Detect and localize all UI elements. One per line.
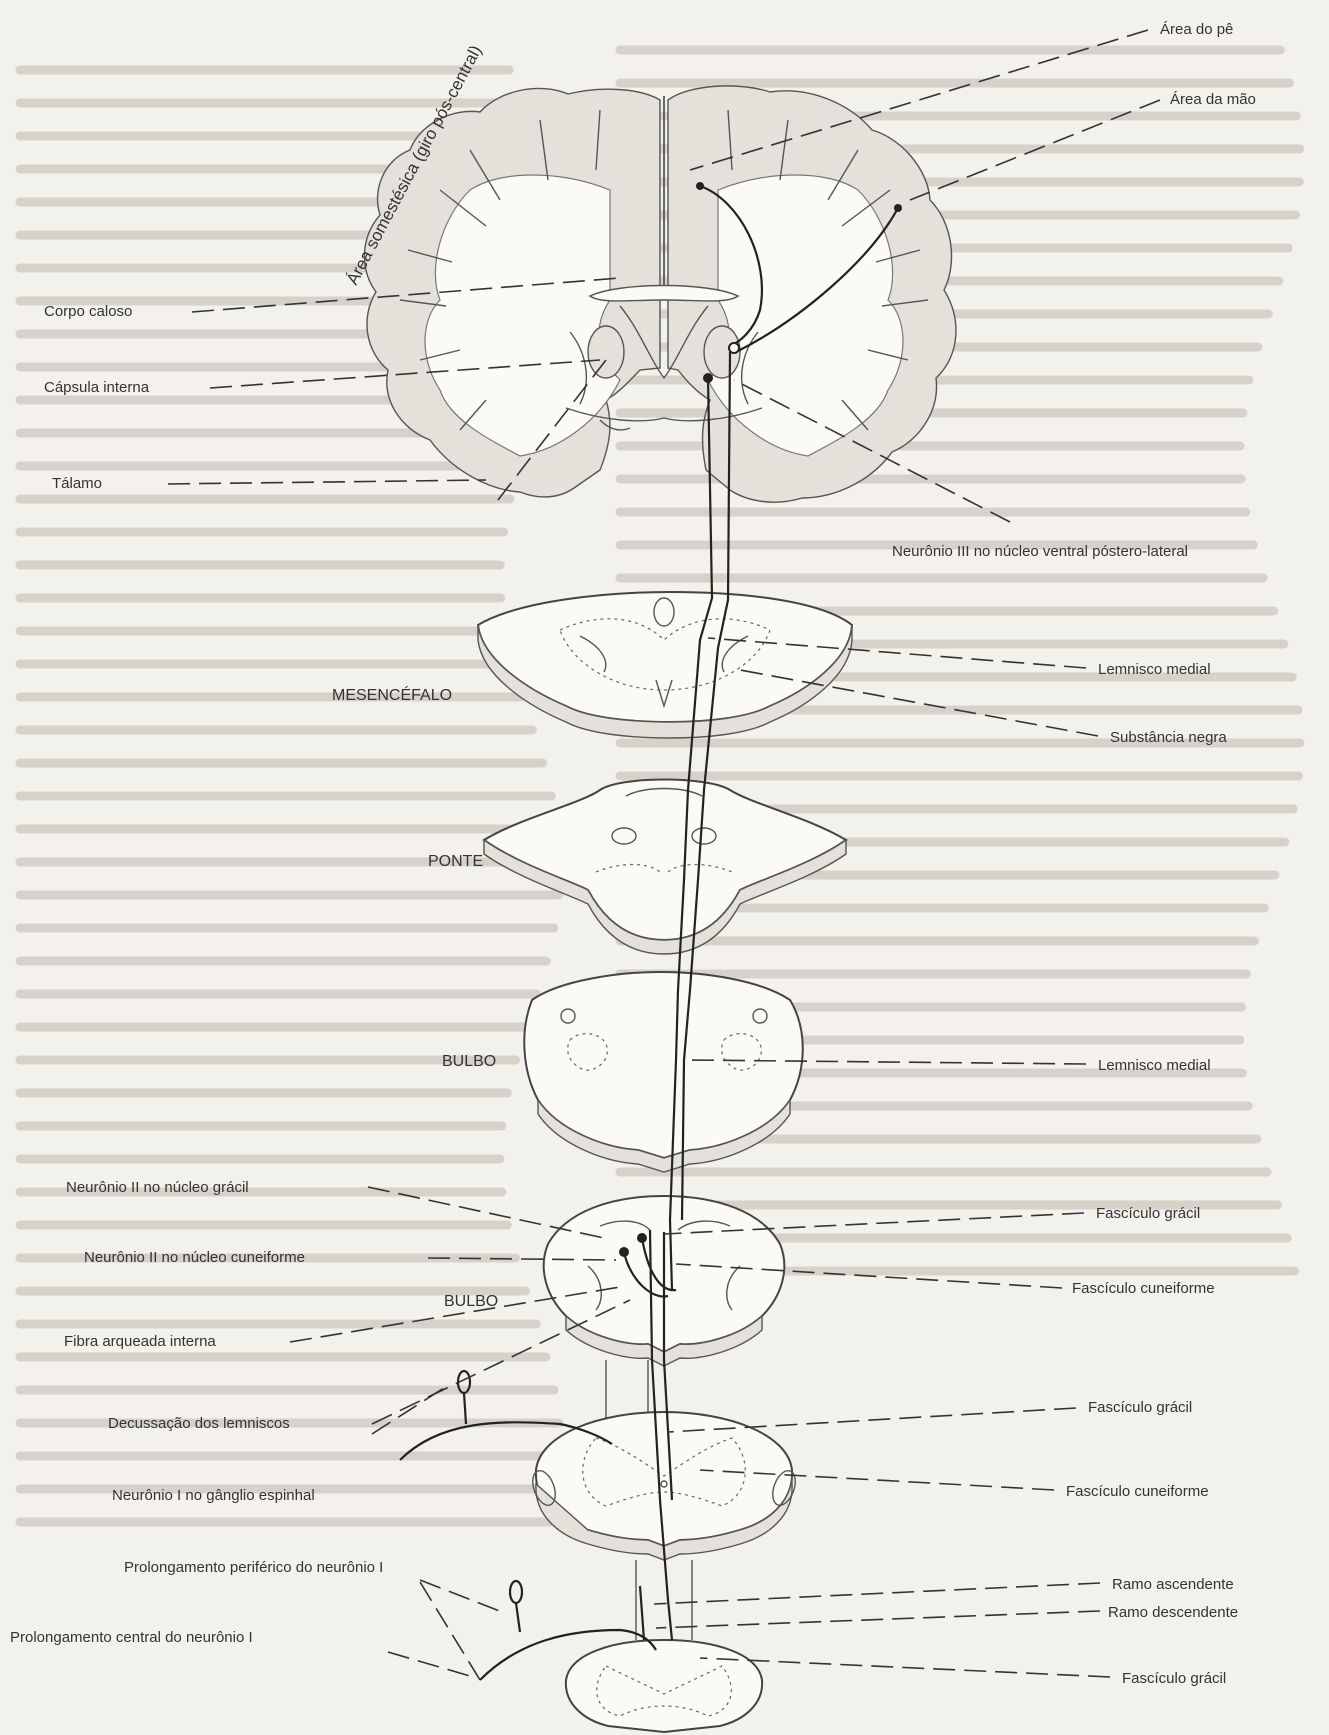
label-fasciculo-cuneiforme-2: Fascículo cuneiforme	[1066, 1483, 1209, 1500]
label-fasciculo-gracil-2: Fascículo grácil	[1088, 1399, 1192, 1416]
level-mesencefalo: MESENCÉFALO	[332, 685, 452, 704]
label-ramo-ascendente: Ramo ascendente	[1112, 1576, 1234, 1593]
spinal-cord-cervical-section	[528, 1360, 799, 1560]
spinal-cord-lower-section	[566, 1560, 762, 1732]
label-decussacao: Decussação dos lemniscos	[108, 1415, 290, 1432]
label-lemnisco-medial-2: Lemnisco medial	[1098, 1057, 1211, 1074]
label-fasciculo-gracil-3: Fascículo grácil	[1122, 1670, 1226, 1687]
label-substancia-negra: Substância negra	[1110, 729, 1227, 746]
label-capsula-interna: Cápsula interna	[44, 379, 150, 396]
label-neuronio-ii-gracil: Neurônio II no núcleo grácil	[66, 1179, 249, 1196]
label-fibra-arqueada: Fibra arqueada interna	[64, 1333, 216, 1350]
label-neuronio-i-ganglio: Neurônio I no gânglio espinhal	[112, 1487, 315, 1504]
label-talamo: Tálamo	[52, 475, 102, 492]
label-ramo-descendente: Ramo descendente	[1108, 1604, 1238, 1621]
mesencephalon-section	[478, 592, 852, 738]
label-lemnisco-medial-1: Lemnisco medial	[1098, 661, 1211, 678]
medulla-upper-section	[524, 972, 802, 1172]
label-neuronio-iii: Neurônio III no núcleo ventral póstero-l…	[892, 543, 1188, 560]
brain-coronal-section	[364, 86, 956, 502]
label-area-mao: Área da mão	[1170, 91, 1256, 108]
label-area-pe: Área do pê	[1160, 21, 1233, 38]
label-fasciculo-gracil-1: Fascículo grácil	[1096, 1205, 1200, 1222]
level-bulbo-superior: BULBO	[442, 1053, 496, 1070]
label-prolongamento-central: Prolongamento central do neurônio I	[10, 1629, 253, 1646]
label-prolongamento-periferico: Prolongamento periférico do neurônio I	[124, 1559, 383, 1576]
label-neuronio-ii-cuneiforme: Neurônio II no núcleo cuneiforme	[84, 1249, 305, 1266]
level-ponte: PONTE	[428, 853, 483, 870]
pons-section	[484, 780, 846, 955]
label-corpo-caloso: Corpo caloso	[44, 303, 132, 320]
label-fasciculo-cuneiforme-1: Fascículo cuneiforme	[1072, 1280, 1215, 1297]
level-bulbo-inferior: BULBO	[444, 1293, 498, 1310]
